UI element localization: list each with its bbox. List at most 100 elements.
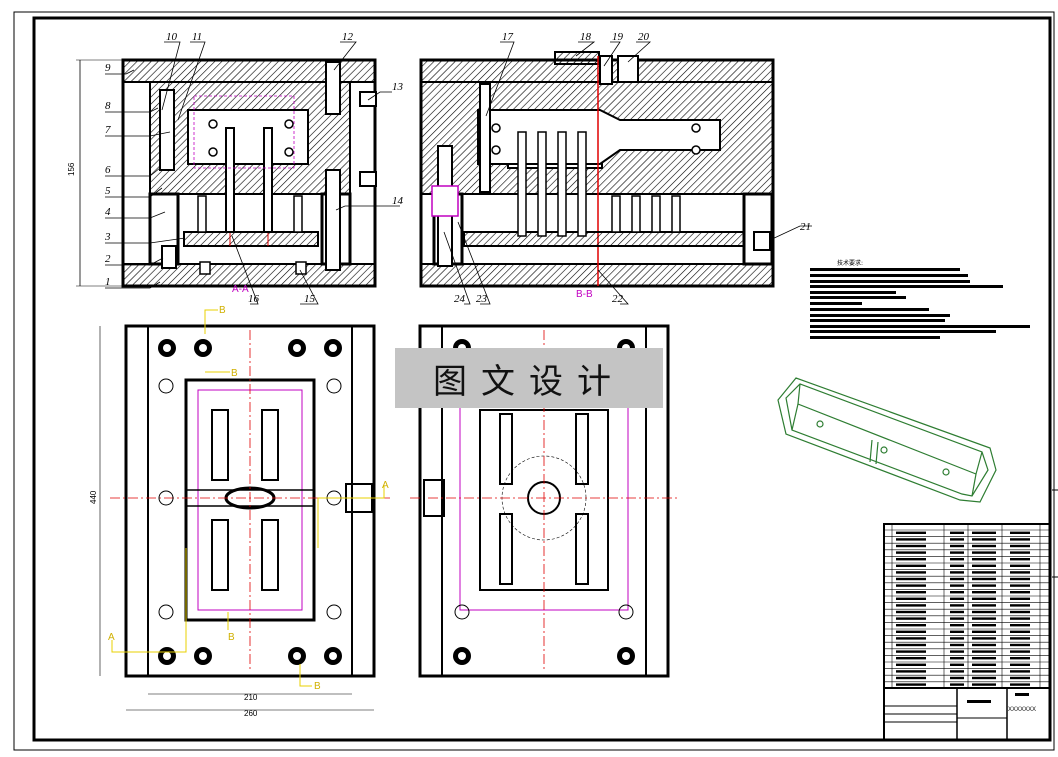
parts-list-cell-text	[896, 584, 926, 587]
parts-list-cell-text	[972, 571, 996, 574]
part-label-10: 10	[166, 31, 178, 43]
parts-list-cell-text	[1010, 577, 1030, 581]
parts-list-cell-text	[896, 670, 926, 673]
parts-list-cell-text	[1010, 657, 1030, 660]
part-label-21: 21	[800, 221, 811, 233]
dimension-width-outer: 260	[244, 709, 258, 718]
parts-list-cell-text	[950, 584, 964, 587]
part-label-4: 4	[105, 206, 111, 218]
part-label-24: 24	[454, 293, 466, 305]
cut-marker-b-lower: B	[228, 632, 235, 643]
parts-list-cell-text	[950, 624, 964, 627]
parts-list-cell-text	[950, 610, 964, 614]
parts-list-cell-text	[896, 643, 926, 647]
parts-list-cell-text	[896, 617, 926, 620]
parts-list-cell-text	[1010, 676, 1030, 680]
parts-list-cell-text	[896, 591, 926, 594]
section-label-aa: A-A	[232, 284, 249, 295]
part-label-6: 6	[105, 164, 111, 176]
parts-list-cell-text	[896, 650, 926, 653]
parts-list-cell-text	[950, 577, 964, 581]
parts-list-cell-text	[1010, 551, 1030, 554]
cut-marker-b-bottom: B	[314, 681, 321, 692]
parts-list-cell-text	[896, 683, 926, 686]
parts-list-cell-text	[896, 624, 926, 627]
part-label-1: 1	[105, 276, 111, 288]
parts-list-cell-text	[950, 630, 964, 633]
parts-list-cell-text	[1010, 564, 1030, 567]
parts-list-cell-text	[972, 663, 996, 666]
part-label-9: 9	[105, 62, 111, 74]
parts-list-cell-text	[896, 630, 926, 633]
parts-list-cell-text	[1010, 663, 1030, 666]
cut-marker-b-upper: B	[231, 368, 238, 379]
parts-list-cell-text	[950, 597, 964, 600]
parts-list-cell-text	[950, 637, 964, 640]
technical-requirements-title: 技术要求:	[837, 260, 864, 267]
parts-list-cell-text	[896, 544, 926, 548]
parts-list-cell-text	[950, 544, 964, 548]
parts-list-cell-text	[896, 531, 926, 534]
parts-list-cell-text	[950, 657, 964, 660]
parts-list-cell-text	[896, 571, 926, 574]
part-label-23: 23	[476, 293, 488, 305]
plan-view-fixed-half	[410, 324, 680, 678]
parts-list-cell-text	[972, 683, 996, 686]
part-label-8: 8	[105, 100, 111, 112]
parts-list-cell-text	[1010, 604, 1030, 607]
dimension-width-inner: 210	[244, 693, 258, 702]
parts-list-cell-text	[896, 637, 926, 640]
watermark-banner: 图文设计	[395, 348, 663, 408]
parts-list-cell-text	[972, 577, 996, 581]
sheet-inner-border	[32, 16, 1052, 742]
parts-list-cell-text	[896, 597, 926, 600]
parts-list-cell-text	[950, 591, 964, 594]
part-label-17: 17	[502, 31, 514, 43]
parts-list-cell-text	[1010, 531, 1030, 534]
parts-list-cell-text	[896, 657, 926, 660]
parts-list-cell-text	[972, 564, 996, 567]
parts-list-cell-text	[972, 597, 996, 600]
parts-list-cell-text	[950, 538, 964, 541]
parts-list-cell-text	[950, 531, 964, 534]
parts-list-cell-text	[950, 683, 964, 686]
parts-list-cell-text	[950, 663, 964, 666]
part-label-20: 20	[638, 31, 650, 43]
title-block	[883, 523, 1051, 741]
parts-list-cell-text	[972, 610, 996, 614]
section-view-bb	[419, 51, 775, 288]
part-label-5: 5	[105, 185, 111, 197]
part-label-15: 15	[304, 293, 316, 305]
part-label-22: 22	[612, 293, 624, 305]
parts-list-cell-text	[972, 538, 996, 541]
parts-list-cell-text	[1010, 538, 1030, 541]
parts-list-cell-text	[972, 584, 996, 587]
parts-list-cell-text	[972, 643, 996, 647]
parts-list-cell-text	[950, 604, 964, 607]
parts-list-cell-text	[972, 551, 996, 554]
parts-list-cell-text	[896, 577, 926, 581]
part-label-3: 3	[104, 231, 111, 243]
part-label-7: 7	[105, 124, 111, 136]
parts-list-cell-text	[972, 676, 996, 680]
drawing-number: XXXXXXX	[1008, 707, 1037, 713]
section-label-bb: B-B	[576, 289, 593, 300]
parts-list-cell-text	[896, 610, 926, 614]
parts-list-cell-text	[950, 617, 964, 620]
parts-list-cell-text	[950, 676, 964, 680]
parts-list-cell-text	[950, 670, 964, 673]
cut-marker-a-right: A	[382, 480, 389, 491]
parts-list-cell-text	[950, 564, 964, 567]
parts-list-cell-text	[950, 551, 964, 554]
parts-list-cell-text	[896, 663, 926, 666]
part-label-11: 11	[192, 31, 202, 43]
parts-list-cell-text	[1010, 650, 1030, 653]
parts-list-cell-text	[1010, 544, 1030, 548]
parts-list-cell-text	[1010, 571, 1030, 574]
section-view-aa	[76, 58, 377, 288]
parts-list-cell-text	[950, 643, 964, 647]
parts-list-cell-text	[1010, 617, 1030, 620]
parts-list-cell-text	[950, 571, 964, 574]
parts-list-cell-text	[972, 670, 996, 673]
